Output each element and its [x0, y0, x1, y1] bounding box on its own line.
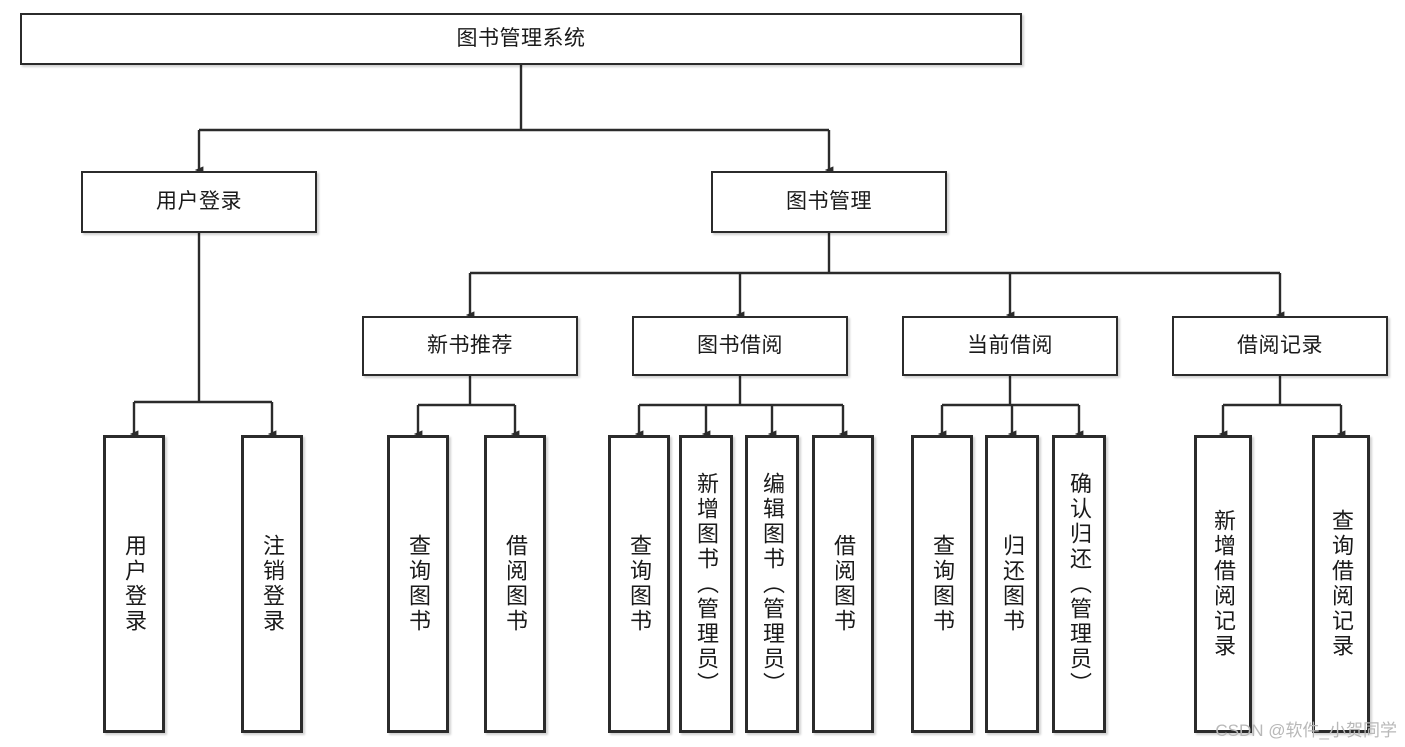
node-leaf-user-logout[interactable]: 注销登录 — [241, 435, 303, 733]
node-label-leaf-confirm-return: 确认归还（管理员） — [1067, 471, 1092, 697]
node-label-borrow-record: 借阅记录 — [1237, 333, 1323, 357]
node-label-root: 图书管理系统 — [456, 26, 586, 50]
node-leaf-return-book[interactable]: 归还图书 — [985, 435, 1039, 733]
node-root[interactable]: 图书管理系统 — [20, 13, 1022, 65]
node-leaf-query-book-2[interactable]: 查询图书 — [608, 435, 670, 733]
node-leaf-borrow-book-2[interactable]: 借阅图书 — [812, 435, 874, 733]
node-new-book-rec[interactable]: 新书推荐 — [362, 316, 578, 376]
node-leaf-confirm-return[interactable]: 确认归还（管理员） — [1052, 435, 1106, 733]
node-label-leaf-return-book: 归还图书 — [1000, 534, 1025, 634]
node-label-leaf-query-record: 查询借阅记录 — [1329, 509, 1354, 659]
node-label-leaf-edit-book: 编辑图书（管理员） — [760, 471, 785, 697]
node-leaf-query-record[interactable]: 查询借阅记录 — [1312, 435, 1370, 733]
node-label-leaf-user-login: 用户登录 — [122, 534, 147, 634]
node-leaf-query-book-3[interactable]: 查询图书 — [911, 435, 973, 733]
node-borrow-record[interactable]: 借阅记录 — [1172, 316, 1388, 376]
node-label-book-borrow: 图书借阅 — [697, 333, 783, 357]
node-book-manage[interactable]: 图书管理 — [711, 171, 947, 233]
node-label-current-borrow: 当前借阅 — [967, 333, 1053, 357]
node-label-new-book-rec: 新书推荐 — [427, 333, 513, 357]
node-label-leaf-query-book-3: 查询图书 — [930, 534, 955, 634]
node-label-leaf-user-logout: 注销登录 — [260, 534, 285, 634]
node-leaf-user-login[interactable]: 用户登录 — [103, 435, 165, 733]
watermark-label: CSDN @软件_小贺同学 — [1215, 721, 1397, 740]
node-label-leaf-borrow-book-1: 借阅图书 — [503, 534, 528, 634]
node-label-leaf-add-book: 新增图书（管理员） — [694, 471, 719, 697]
node-label-user-login: 用户登录 — [156, 189, 242, 213]
node-user-login[interactable]: 用户登录 — [81, 171, 317, 233]
node-leaf-borrow-book-1[interactable]: 借阅图书 — [484, 435, 546, 733]
node-leaf-add-book[interactable]: 新增图书（管理员） — [679, 435, 733, 733]
node-label-leaf-borrow-book-2: 借阅图书 — [831, 534, 856, 634]
node-leaf-add-record[interactable]: 新增借阅记录 — [1194, 435, 1252, 733]
node-leaf-edit-book[interactable]: 编辑图书（管理员） — [745, 435, 799, 733]
node-label-book-manage: 图书管理 — [786, 189, 872, 213]
node-book-borrow[interactable]: 图书借阅 — [632, 316, 848, 376]
node-label-leaf-query-book-1: 查询图书 — [406, 534, 431, 634]
node-label-leaf-add-record: 新增借阅记录 — [1211, 509, 1236, 659]
node-current-borrow[interactable]: 当前借阅 — [902, 316, 1118, 376]
node-label-leaf-query-book-2: 查询图书 — [627, 534, 652, 634]
node-leaf-query-book-1[interactable]: 查询图书 — [387, 435, 449, 733]
